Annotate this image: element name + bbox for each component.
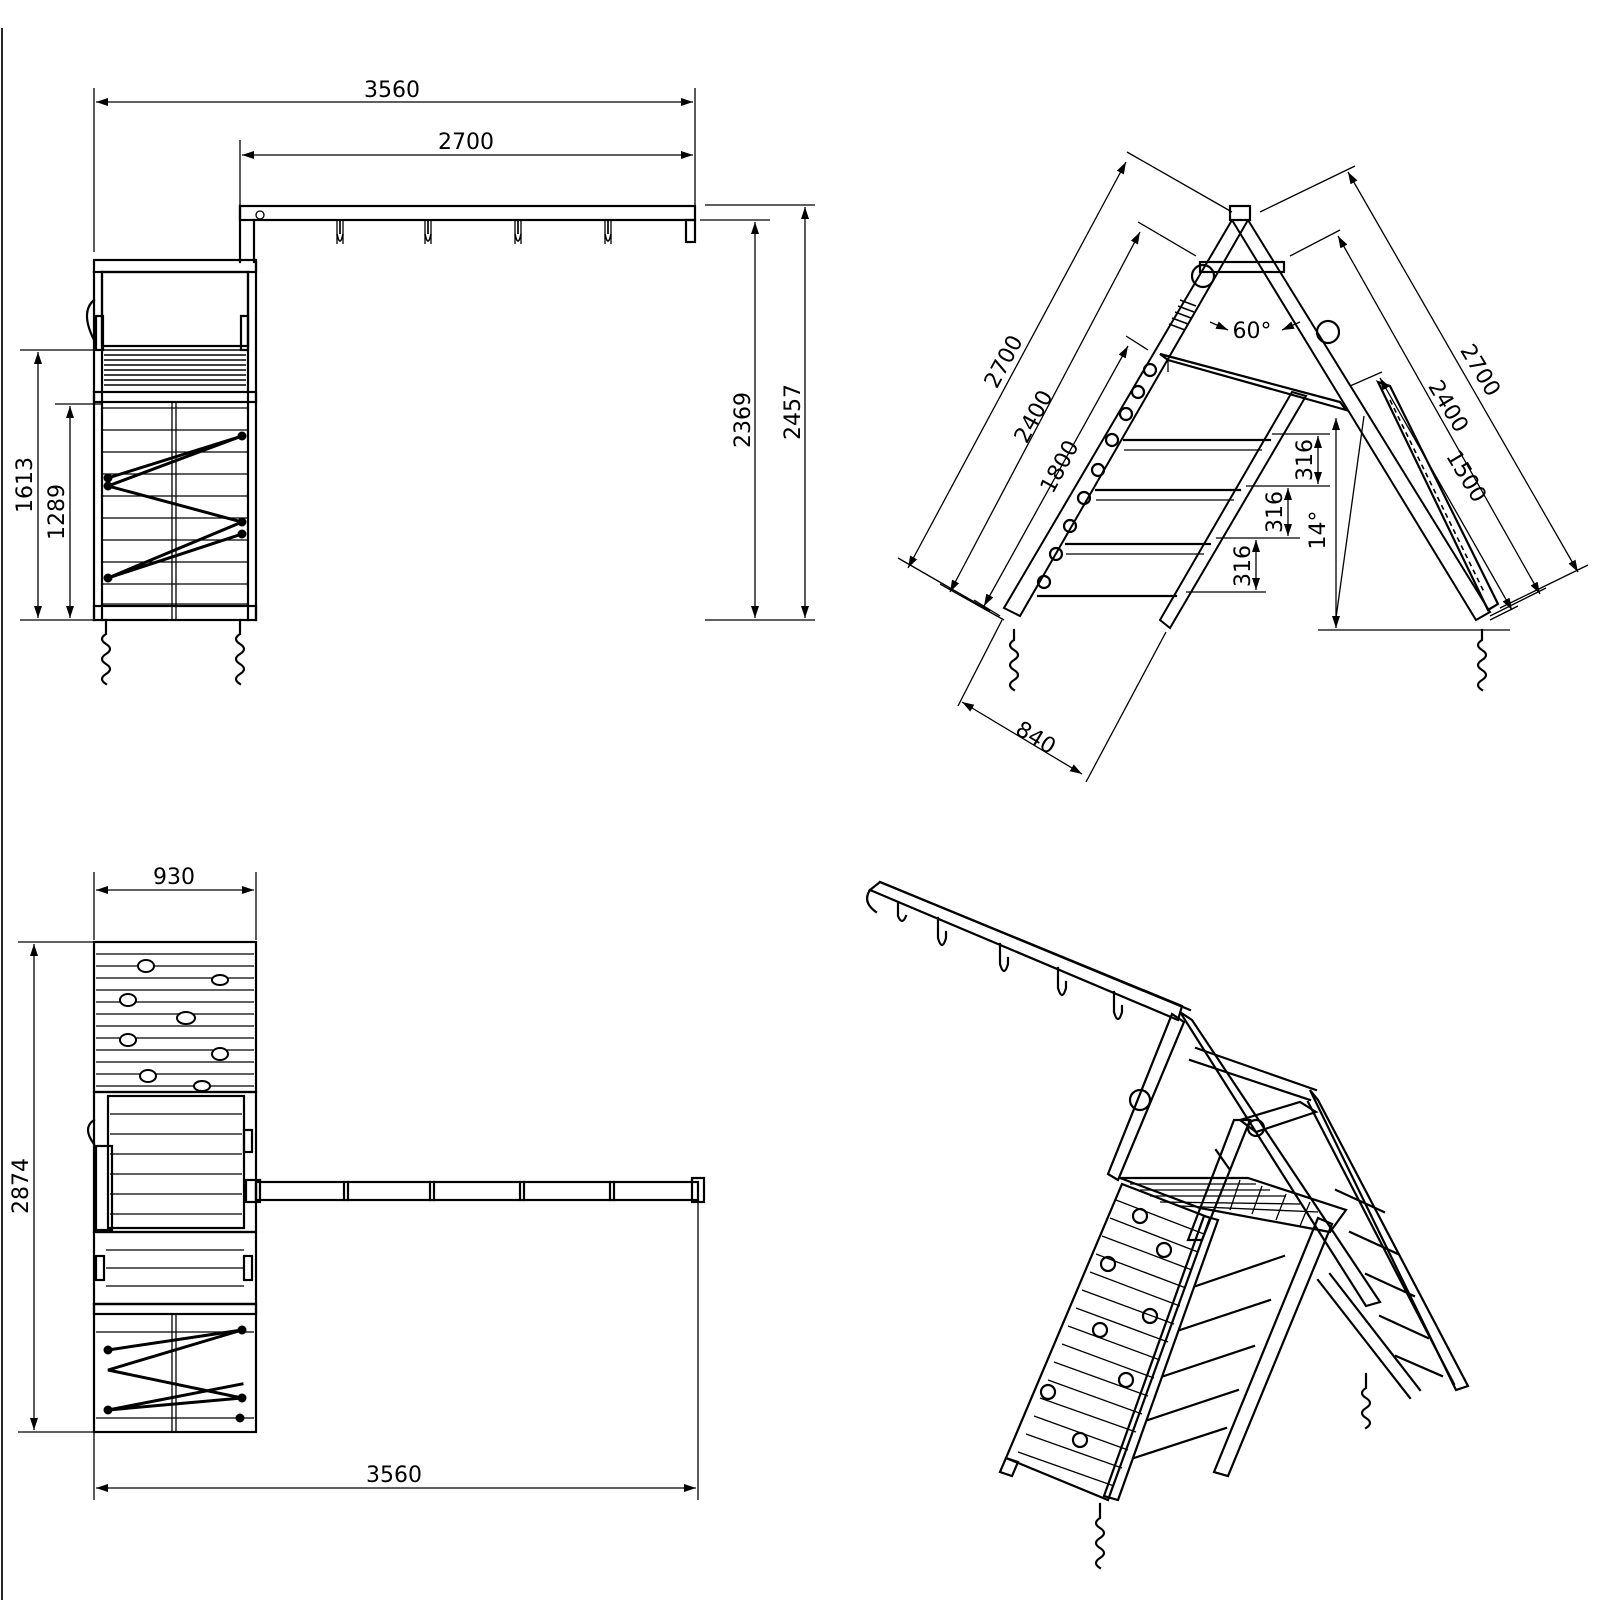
dim-label-leg-outer: 2700	[980, 331, 1029, 392]
angle-label-apex: 60°	[1233, 319, 1272, 344]
handle-left	[85, 298, 96, 342]
dim-label-slope-height: 1289	[45, 484, 70, 540]
ground-anchor-right	[234, 618, 246, 686]
dim-label-beam-length: 2700	[438, 130, 494, 155]
dim-label-base-depth: 840	[1011, 717, 1060, 760]
iso-hooks	[896, 900, 1124, 1021]
wall-planks	[102, 402, 248, 620]
top-deck-planks	[110, 1113, 242, 1215]
dim-label-platform-height: 1613	[13, 457, 38, 513]
iso-monkey-beam	[867, 880, 1184, 1022]
iso-anchor-front	[1094, 1502, 1106, 1570]
iso-anchor-rear	[1360, 1372, 1372, 1430]
iso-deck	[1119, 1176, 1348, 1234]
top-view: 930	[9, 865, 706, 1500]
iso-wall-planks	[1017, 1199, 1205, 1487]
dim-line-base-depth	[961, 701, 1083, 775]
side-view: 3560 2700	[13, 78, 815, 686]
iso-right-ladder	[1316, 1188, 1444, 1400]
top-net	[106, 1328, 244, 1412]
deck-hatch	[104, 349, 246, 386]
ground-anchor-front-left	[1008, 628, 1020, 692]
dim-line-wall-length	[983, 345, 1129, 607]
apex-cap	[1228, 204, 1252, 222]
beam-end-bracket	[684, 218, 697, 244]
front-view: 14° 60° 2700 2400 1800 2700 2400 1500	[897, 151, 1589, 783]
dim-line-leg-outer	[907, 161, 1127, 569]
tower-roof-rail	[92, 258, 258, 274]
iso-front-ladder-rail	[1212, 1216, 1334, 1478]
top-wall-planks	[96, 953, 254, 1087]
rung-hooks	[336, 220, 612, 244]
dim-label-total-height: 2457	[781, 384, 806, 440]
dim-line-leg-outer-right	[1347, 171, 1579, 573]
dim-label-rung-spacing-3: 316	[1231, 545, 1256, 587]
climbing-net	[103, 434, 247, 580]
dim-line-ladder-length	[1379, 377, 1513, 611]
iso-front-ladder-rungs	[1132, 1254, 1286, 1460]
ground-anchor-front-right	[1476, 628, 1488, 692]
ground-anchor-left	[100, 618, 112, 686]
dim-label-overall-length: 3560	[364, 78, 420, 103]
isometric-view	[865, 880, 1470, 1570]
dim-label-width: 930	[153, 865, 195, 890]
left-leg-hatch	[1168, 299, 1197, 331]
iso-climbing-wall	[1004, 1182, 1212, 1502]
dim-label-rung-spacing-1: 316	[1293, 439, 1318, 481]
dim-label-leg-inner-right: 2400	[1422, 376, 1472, 437]
dim-label-beam-height: 2369	[731, 392, 756, 448]
top-monkey-beam	[254, 1180, 700, 1202]
dim-label-wall-length: 1800	[1036, 436, 1085, 497]
iso-deck-grid	[1130, 1179, 1319, 1227]
iso-climbing-holds	[1039, 1207, 1173, 1449]
top-brace	[1198, 260, 1286, 274]
monkey-bar-beam	[238, 204, 697, 222]
top-climbing-wall	[92, 940, 258, 1094]
iso-leg-right	[1309, 1089, 1470, 1392]
handle-ring-right	[1315, 319, 1341, 345]
tower-upper-panel	[100, 270, 250, 348]
dim-label-top-length: 3560	[366, 1463, 422, 1488]
angle-label-wall: 14°	[1306, 511, 1331, 550]
iso-leg-left	[1106, 1012, 1186, 1182]
dim-label-depth: 2874	[9, 1158, 34, 1214]
top-climbing-holds	[119, 959, 229, 1092]
dim-label-rung-spacing-2: 316	[1263, 491, 1288, 533]
top-deck	[92, 1090, 258, 1234]
handle-ring-left	[1190, 263, 1216, 289]
dim-label-leg-inner: 2400	[1010, 386, 1059, 447]
